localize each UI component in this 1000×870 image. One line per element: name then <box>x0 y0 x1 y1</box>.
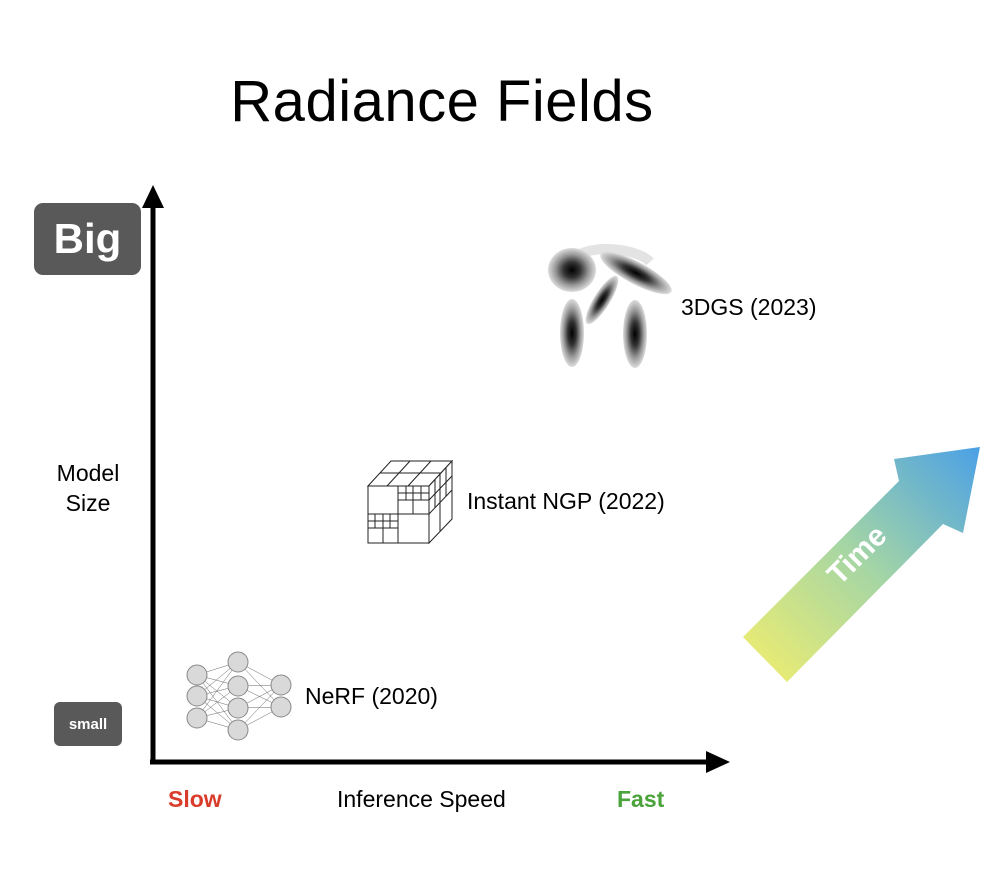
fast-label: Fast <box>617 786 665 812</box>
y-axis <box>142 185 164 762</box>
time-arrow: Time <box>743 447 980 682</box>
slow-label: Slow <box>168 786 222 812</box>
x-axis-label: Inference Speed <box>337 786 506 812</box>
voxel-grid-cube-icon <box>366 459 454 545</box>
instant-ngp-label: Instant NGP (2022) <box>467 488 665 514</box>
x-axis <box>150 751 730 773</box>
x-axis-arrowhead <box>706 751 730 773</box>
neural-network-icon <box>186 651 292 741</box>
y-axis-label: Model Size <box>28 458 148 518</box>
3dgs-label: 3DGS (2023) <box>681 294 817 320</box>
gaussian-splats-icon <box>548 244 672 368</box>
big-badge: Big <box>34 203 141 275</box>
nerf-label: NeRF (2020) <box>305 683 438 709</box>
y-axis-label-line: Model <box>56 460 120 486</box>
y-axis-arrowhead <box>142 185 164 208</box>
y-axis-label-line: Size <box>65 490 111 516</box>
page-title: Radiance Fields <box>230 69 654 134</box>
small-badge: small <box>54 702 122 746</box>
